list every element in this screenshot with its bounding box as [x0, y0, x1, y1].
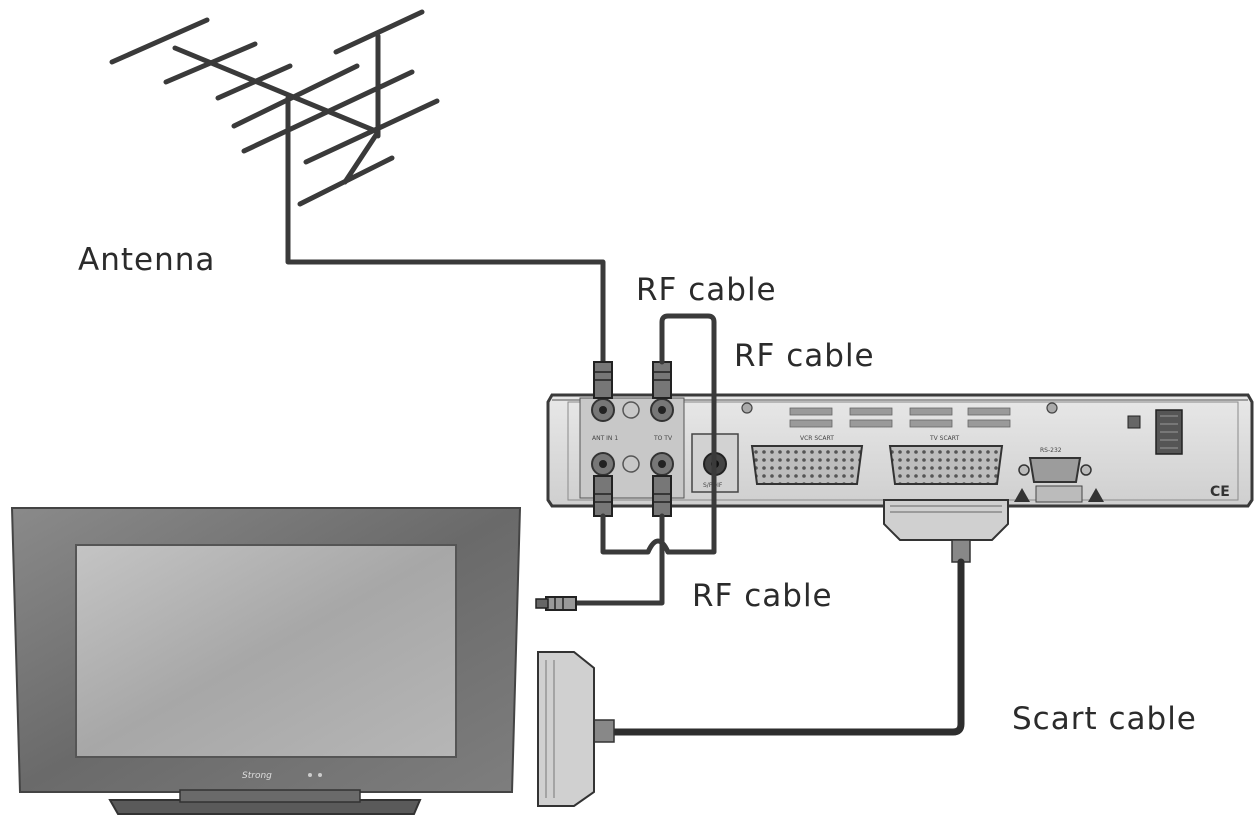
vcr-scart-label: VCR SCART: [800, 435, 834, 442]
vcr-scart-socket: [750, 445, 864, 485]
rf-loop-cable: [659, 313, 717, 555]
rf-cable-label-top: RF cable: [636, 272, 777, 308]
tv-brand-logo: Strong: [242, 771, 272, 781]
rf-cable-to-tv: [571, 513, 665, 606]
warning-icon: [1088, 488, 1104, 502]
rf-cable-label-middle: RF cable: [734, 338, 875, 374]
scart-plug-tv: [537, 651, 615, 807]
vent-slots: [789, 407, 1011, 428]
television: Strong: [10, 507, 522, 815]
rf-plug-loop-top: [652, 361, 672, 399]
ant-in-label: ANT IN 1: [592, 435, 618, 442]
tv-scart-label: TV SCART: [929, 435, 960, 442]
ce-mark-icon: CE: [1210, 484, 1230, 500]
screw-icon: [741, 402, 753, 414]
rf-out-label: TO TV: [653, 435, 673, 442]
rf-plug-to-tv: [652, 475, 672, 517]
rf-plug-loop-bottom: [593, 475, 613, 517]
scart-cable-label: Scart cable: [1012, 701, 1197, 737]
rf-plug-loose-end: [535, 596, 577, 611]
antenna-icon: [109, 9, 440, 208]
antenna-label: Antenna: [78, 242, 215, 278]
power-switch: [1127, 415, 1141, 429]
warning-icon: [1014, 488, 1030, 502]
antenna-feed-cable: [285, 97, 606, 373]
set-top-box-receiver: ANT IN 1 TO TV S/PDIF VCR SCART TV SCART…: [546, 393, 1254, 508]
rf-plug-antenna: [593, 361, 613, 399]
scart-plug-receiver: [883, 499, 1009, 563]
screw-icon: [1046, 402, 1058, 414]
tv-scart-socket: [888, 445, 1004, 485]
rs232-label: RS-232: [1040, 447, 1062, 454]
scart-cable-line: [608, 558, 965, 736]
rf-cable-label-bottom: RF cable: [692, 578, 833, 614]
tv-screen: [75, 544, 457, 758]
rf-loop-cable-bottom: [600, 513, 671, 555]
rs232-port: [1028, 457, 1082, 483]
